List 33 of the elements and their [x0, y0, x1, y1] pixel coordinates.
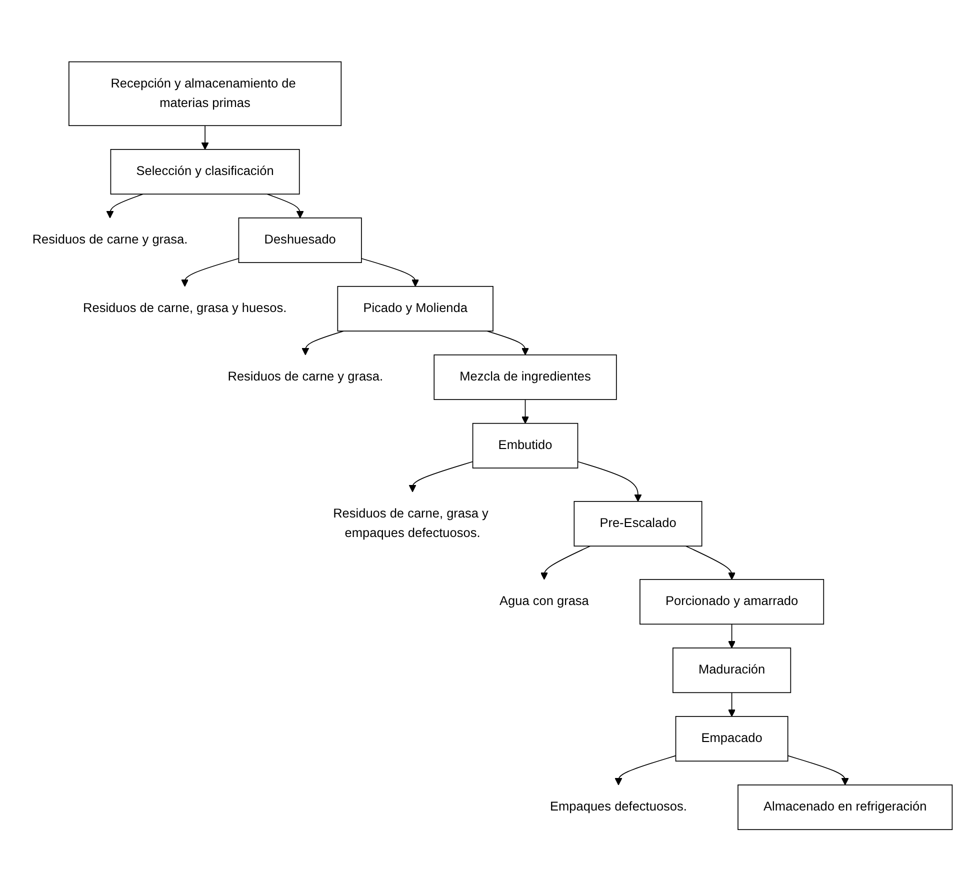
node-text: Residuos de carne, grasa y huesos.	[83, 301, 287, 316]
node-box: Embutido	[472, 423, 578, 469]
node-box: Deshuesado	[238, 218, 362, 264]
node-text: Empaques defectuosos.	[550, 800, 687, 814]
node-text: Residuos de carne, grasa y empaques defectuosos.	[333, 506, 488, 540]
arrow	[201, 125, 209, 150]
arrow	[266, 194, 304, 219]
arrow	[181, 258, 240, 288]
arrow	[302, 330, 344, 356]
arrow	[614, 756, 676, 786]
arrow	[522, 399, 529, 424]
node-text: Residuos de carne y grasa.	[228, 370, 384, 384]
arrow	[361, 258, 420, 288]
arrow	[728, 624, 736, 649]
arrow	[408, 462, 474, 492]
node-box: Selección y clasificación	[110, 149, 300, 195]
arrow	[787, 756, 849, 786]
arrow	[106, 194, 144, 219]
node-box: Empacado	[675, 716, 788, 762]
node-box: Mezcla de ingredientes	[434, 354, 617, 400]
node-text: Residuos de carne y grasa.	[32, 232, 188, 248]
node-box: Almacenado en refrigeración	[738, 784, 953, 830]
arrow	[728, 692, 736, 718]
node-box: Recepción y almacenamiento de materias primas	[68, 62, 342, 126]
arrow	[577, 462, 642, 502]
arrow	[540, 546, 591, 580]
node-box: Pre-Escalado	[574, 501, 702, 547]
arrow	[685, 546, 736, 580]
node-box: Picado y Molienda	[337, 286, 494, 332]
node-box: Porcionado y amarrado	[640, 579, 824, 625]
node-text: Agua con grasa	[500, 594, 589, 609]
node-box: Maduración	[672, 648, 792, 694]
arrow	[486, 330, 529, 356]
